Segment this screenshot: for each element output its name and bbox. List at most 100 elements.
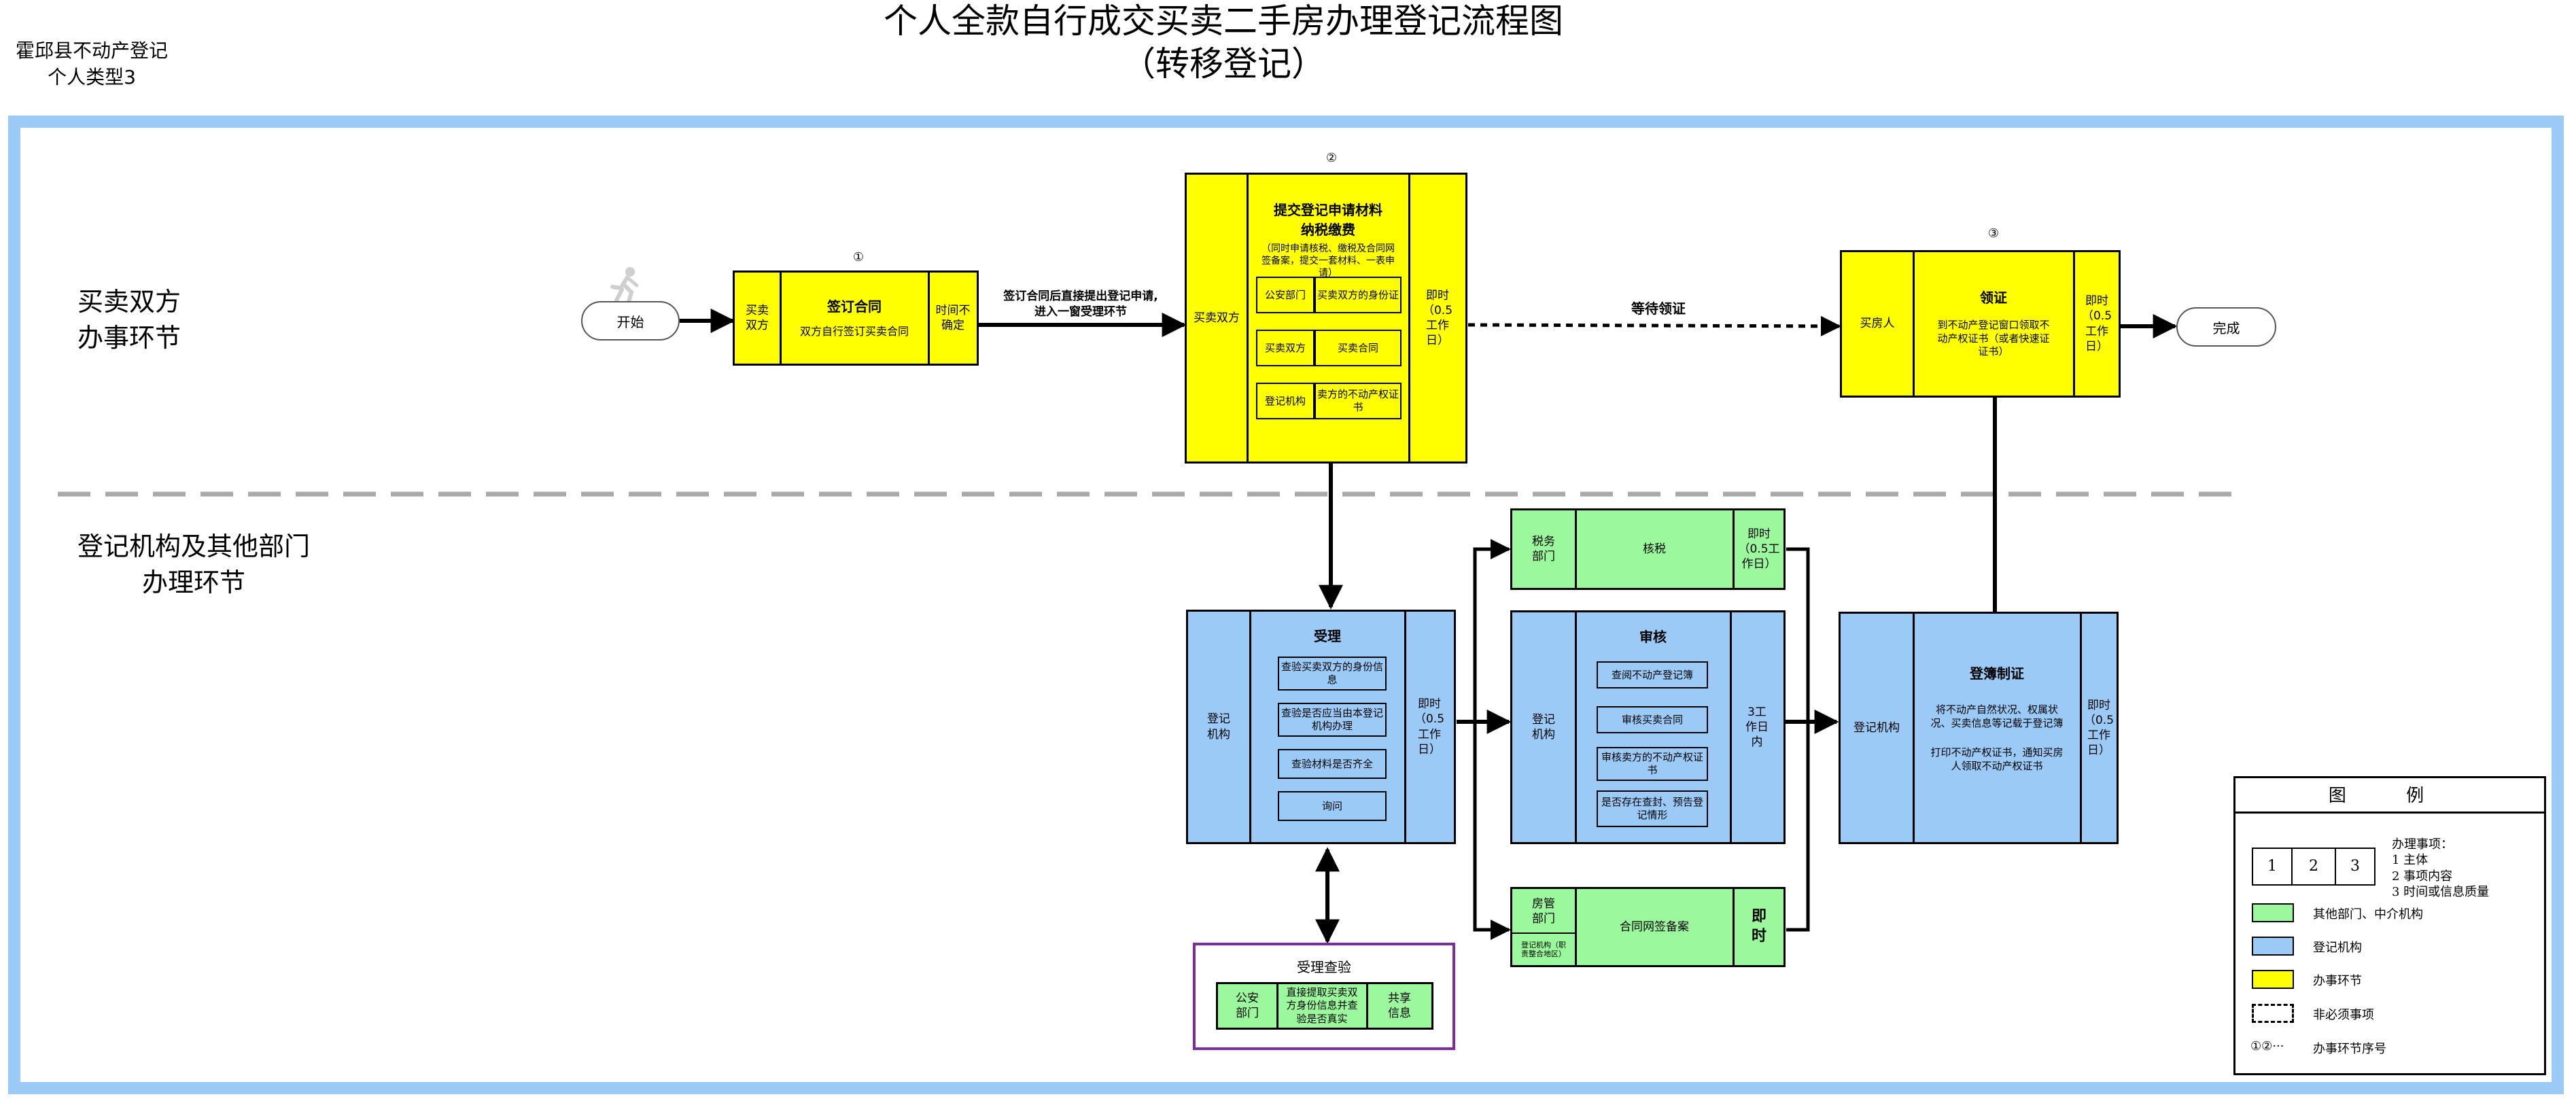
start-terminal: 开始 — [581, 301, 680, 341]
submit-title-line1: 提交登记申请材料 — [1274, 202, 1382, 218]
collect-subject: 买房人 — [1860, 317, 1895, 331]
legend: 图 例 1 2 3 办理事项： 1 主体 2 事项内容 3 时间或信息质量 其他… — [2233, 776, 2546, 1075]
review-box: 登记机构 审核 查阅不动产登记簿 审核买卖合同 审核卖方的不动产权证书 是否存在… — [1510, 610, 1786, 844]
verify-info: 共享信息 — [1388, 991, 1411, 1020]
accept-time: 即时（0.5工作日） — [1414, 697, 1445, 756]
org-line2: 个人类型3 — [48, 66, 136, 89]
verify-subject: 公安部门 — [1236, 991, 1259, 1020]
arrow-submit-to-collect — [1467, 315, 1841, 336]
collect-title: 领证 — [1980, 290, 2007, 307]
accept-box: 登记机构 受理 查验买卖双方的身份信息 查验是否应当由本登记机构办理 查验材料是… — [1186, 610, 1456, 844]
legend-item-3: 3 时间或信息质量 — [2392, 885, 2490, 900]
review-subject: 登记机构 — [1532, 712, 1555, 742]
merge-from-housing — [1786, 722, 1810, 932]
housing-time: 即时 — [1751, 908, 1766, 945]
legend-yellow-label: 办事环节 — [2313, 974, 2362, 988]
housing-subject-top: 房管部门 — [1532, 896, 1555, 926]
verify-row: 公安部门 直接提取买卖双方身份信息并查验是否真实 共享信息 — [1216, 982, 1433, 1030]
housing-content: 合同网签备案 — [1620, 920, 1689, 934]
legend-items-desc: 办理事项： 1 主体 2 事项内容 3 时间或信息质量 — [2392, 837, 2489, 901]
register-desc-2: 打印不动产权证书，通知买房人领取不动产权证书 — [1930, 746, 2064, 772]
accept-item-2: 查验是否应当由本登记机构办理 — [1278, 703, 1387, 737]
submit-row-2-doc: 买卖合同 — [1315, 330, 1402, 366]
lane-parties-line2: 办事环节 — [77, 323, 181, 353]
review-title: 审核 — [1639, 629, 1667, 645]
org-line1: 霍邱县不动产登记 — [15, 39, 168, 62]
sign-contract-box: 买卖双方 签订合同 双方自行签订买卖合同 时间不确定 — [733, 271, 979, 366]
submit-row-1-doc: 买卖双方的身份证 — [1315, 277, 1402, 313]
review-content: 审核 查阅不动产登记簿 审核买卖合同 审核卖方的不动产权证书 是否存在查封、预告… — [1576, 612, 1730, 842]
legend-blue-label: 登记机构 — [2313, 941, 2362, 955]
register-box: 登记机构 登簿制证 将不动产自然状况、权属状况、买卖信息等记载于登记簿 打印不动… — [1839, 612, 2119, 844]
legend-box-3: 3 — [2350, 857, 2360, 875]
legend-swatch-yellow — [2252, 970, 2294, 989]
title-line1: 个人全款自行成交买卖二手房办理登记流程图 — [884, 1, 1563, 41]
collect-content: 领证 到不动产登记窗口领取不动产权证书（或者快速证证书） — [1914, 252, 2073, 396]
lane-label-parties: 买卖双方 办事环节 — [41, 284, 217, 356]
submit-content: 提交登记申请材料 纳税缴费 （同时申请核税、缴税及合同网签备案，提交一套材料、一… — [1248, 175, 1408, 461]
legend-item-1: 1 主体 — [2392, 853, 2429, 868]
review-item-4: 是否存在查封、预告登记情形 — [1597, 790, 1708, 827]
diagram-frame — [8, 116, 2564, 1094]
legend-swatch-dashed — [2252, 1004, 2294, 1023]
register-subject: 登记机构 — [1853, 720, 1900, 735]
page-title: 个人全款自行成交买卖二手房办理登记流程图 （转移登记） — [680, 0, 1767, 85]
runner-icon — [610, 267, 639, 304]
lane-parties-line1: 买卖双方 — [77, 287, 181, 317]
register-content: 登簿制证 将不动产自然状况、权属状况、买卖信息等记载于登记簿 打印不动产权证书，… — [1914, 614, 2080, 842]
tax-subject: 税务部门 — [1532, 534, 1555, 563]
legend-seq-label: 办事环节序号 — [2313, 1042, 2386, 1056]
legend-box-2: 2 — [2293, 849, 2336, 884]
connector-label-apply-line2: 进入一窗受理环节 — [1034, 304, 1127, 319]
register-desc-1: 将不动产自然状况、权属状况、买卖信息等记载于登记簿 — [1930, 703, 2064, 730]
accept-item-1: 查验买卖双方的身份信息 — [1278, 657, 1387, 691]
review-item-2: 审核买卖合同 — [1597, 706, 1708, 733]
review-item-3: 审核卖方的不动产权证书 — [1597, 747, 1708, 781]
org-name: 霍邱县不动产登记 个人类型3 — [7, 37, 177, 90]
submit-title-line2: 纳税缴费 — [1301, 222, 1355, 238]
submit-note: （同时申请核税、缴税及合同网签备案，提交一套材料、一表申请） — [1261, 243, 1395, 279]
verify-title: 受理查验 — [1297, 959, 1351, 975]
sign-contract-title: 签订合同 — [827, 298, 882, 315]
step-marker-1: ① — [852, 250, 865, 264]
branch-to-tax — [1473, 539, 1511, 722]
connector-label-apply-line1: 签订合同后直接提出登记申请, — [1003, 290, 1158, 303]
submit-subject: 买卖双方 — [1194, 311, 1240, 325]
housing-subject: 房管部门 登记机构（职责整合地区） — [1512, 889, 1575, 965]
submit-row-1-org: 公安部门 — [1256, 277, 1315, 313]
sign-contract-desc: 双方自行签订买卖合同 — [799, 324, 909, 338]
legend-dashed-label: 非必须事项 — [2313, 1008, 2374, 1022]
connector-label-apply: 签订合同后直接提出登记申请, 进入一窗受理环节 — [979, 289, 1183, 320]
tax-content: 核税 — [1643, 542, 1666, 556]
accept-title: 受理 — [1314, 628, 1341, 644]
collect-box: 买房人 领证 到不动产登记窗口领取不动产权证书（或者快速证证书） 即时（0.5工… — [1840, 250, 2121, 398]
step-marker-2: ② — [1325, 151, 1338, 165]
register-time: 即时（0.5工作日） — [2083, 698, 2114, 758]
legend-swatch-green — [2252, 903, 2294, 922]
submit-time: 即时（0.5工作日） — [1422, 288, 1453, 348]
collect-time: 即时（0.5工作日） — [2081, 294, 2112, 353]
tax-box: 税务部门 核税 即时（0.5工作日） — [1510, 508, 1786, 590]
submit-row-2-org: 买卖双方 — [1256, 330, 1315, 366]
register-title: 登簿制证 — [1970, 665, 2024, 682]
title-line2: （转移登记） — [1121, 43, 1325, 84]
wait-label: 等待领证 — [1631, 300, 1686, 317]
legend-items-head: 办理事项： — [2392, 837, 2453, 852]
merge-from-tax — [1786, 547, 1810, 722]
legend-seq-symbol: ①②··· — [2250, 1039, 2284, 1053]
accept-item-3: 查验材料是否齐全 — [1278, 749, 1387, 779]
collect-desc: 到不动产登记窗口领取不动产权证书（或者快速证证书） — [1937, 319, 2050, 358]
housing-box: 房管部门 登记机构（职责整合地区） 合同网签备案 即时 — [1510, 887, 1786, 967]
submit-row-3-org: 登记机构 — [1256, 383, 1315, 419]
sign-contract-subject: 买卖双方 — [746, 303, 769, 332]
review-item-1: 查阅不动产登记簿 — [1597, 661, 1708, 688]
legend-item-box: 1 2 3 — [2252, 848, 2375, 886]
step-marker-3: ③ — [1987, 226, 2000, 241]
sign-contract-time: 时间不确定 — [935, 303, 971, 332]
accept-item-4: 询问 — [1278, 791, 1387, 821]
end-terminal: 完成 — [2176, 307, 2276, 347]
submit-box: 买卖双方 提交登记申请材料 纳税缴费 （同时申请核税、缴税及合同网签备案，提交一… — [1185, 173, 1467, 464]
branch-to-housing — [1473, 722, 1511, 940]
verify-content: 直接提取买卖双方身份信息并查验是否真实 — [1286, 985, 1358, 1025]
